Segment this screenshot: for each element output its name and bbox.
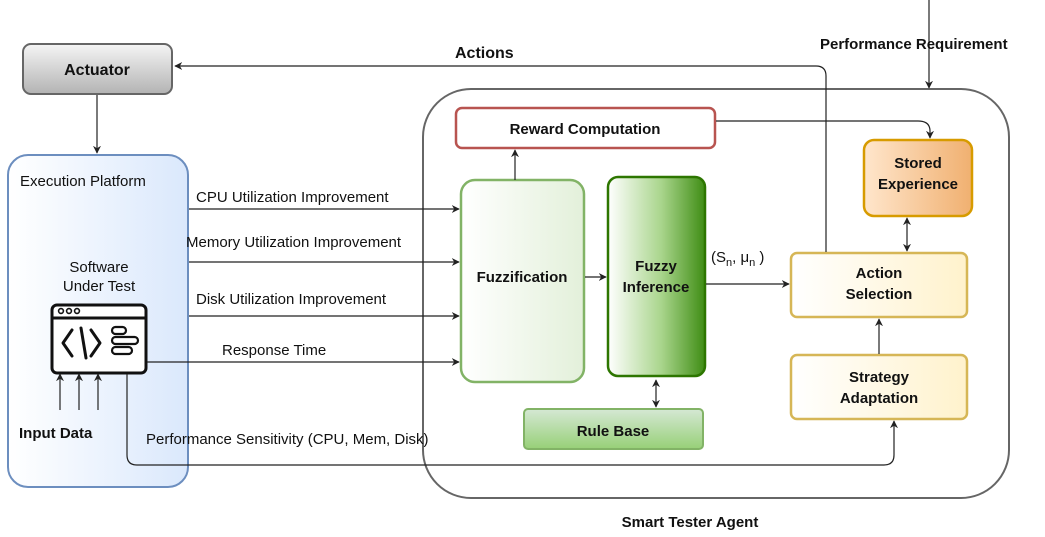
software-under-test-label-line1: Software (69, 259, 128, 276)
performance-requirement-label: Performance Requirement (820, 36, 1008, 53)
fuzzification-box (459, 178, 586, 384)
execution-platform-label: Execution Platform (20, 173, 146, 190)
code-window-icon (50, 303, 148, 375)
rule-base-label: Rule Base (577, 423, 650, 440)
reward-computation-label: Reward Computation (510, 121, 661, 138)
input-data-label: Input Data (19, 425, 93, 442)
stored-experience-label-line1: Stored (894, 155, 942, 172)
fuzzification-label: Fuzzification (477, 269, 568, 286)
sensitivity-arrow (126, 374, 898, 466)
actions-arrow (174, 62, 827, 252)
cpu-label: CPU Utilization Improvement (196, 189, 389, 206)
stored-experience-box (862, 138, 974, 218)
fuzzy-inference-label-line1: Fuzzy (635, 258, 677, 275)
sensitivity-label: Performance Sensitivity (CPU, Mem, Disk) (146, 431, 429, 448)
response-time-label: Response Time (222, 342, 326, 359)
stored-experience-label-line2: Experience (878, 176, 958, 193)
memory-label: Memory Utilization Improvement (186, 234, 402, 251)
reward-computation-box (454, 106, 717, 150)
rule-base-box (523, 408, 704, 450)
software-under-test-label-line2: Under Test (63, 278, 136, 295)
state-membership-label: (Sn, μn ) (711, 249, 764, 269)
strategy-adaptation-label-line1: Strategy (849, 369, 910, 386)
fuzzy-inference-label-line2: Inference (623, 279, 690, 296)
action-selection-label-line2: Selection (846, 286, 913, 303)
actuator-box (22, 43, 173, 95)
strategy-adaptation-box (789, 353, 969, 421)
actions-label: Actions (455, 45, 514, 62)
fuzzy-inference-box (606, 175, 707, 378)
actuator-label: Actuator (64, 62, 130, 79)
smart-tester-agent-label: Smart Tester Agent (622, 514, 759, 531)
reward-to-stored-arrow (716, 120, 934, 139)
disk-label: Disk Utilization Improvement (196, 291, 387, 308)
action-selection-box (789, 251, 969, 319)
action-selection-label-line1: Action (856, 265, 903, 282)
strategy-adaptation-label-line2: Adaptation (840, 390, 918, 407)
